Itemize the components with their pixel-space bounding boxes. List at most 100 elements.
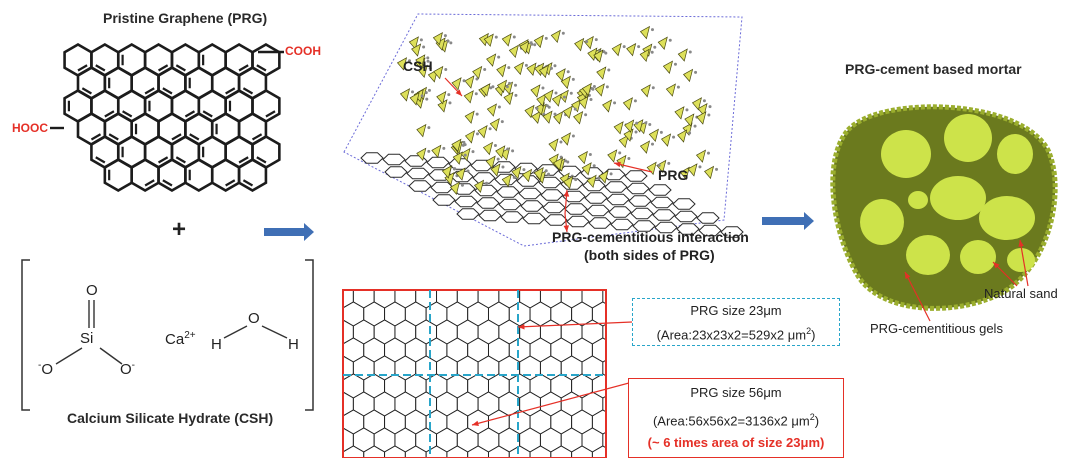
double-bond	[95, 64, 106, 72]
double-bond	[90, 133, 102, 141]
csh-crystal	[637, 120, 648, 135]
csh-atom	[544, 36, 548, 40]
water-hydrogen-left: H	[211, 336, 222, 353]
csh-atom	[653, 45, 657, 49]
csh-atom	[463, 143, 467, 147]
double-bond	[108, 133, 119, 141]
csh-crystal	[495, 145, 506, 159]
size-56-pointer	[471, 379, 641, 426]
csh-atom	[574, 178, 578, 182]
csh-crystal	[519, 40, 530, 55]
csh-atom	[597, 176, 601, 180]
csh-crystal	[416, 147, 427, 162]
prg-hexagon	[496, 186, 520, 198]
csh-label: CSH	[403, 58, 433, 74]
csh-crystal	[611, 42, 622, 57]
csh-atom	[475, 112, 479, 116]
csh-atom	[485, 181, 489, 185]
prg-hexagon	[564, 203, 588, 215]
csh-crystal	[408, 36, 419, 50]
csh-atom	[475, 77, 479, 81]
arrow-to-mortar	[762, 212, 814, 230]
prg-hexagon	[588, 217, 612, 229]
csh-atom	[463, 153, 467, 157]
cementitious-gels-label: PRG-cementitious gels	[870, 321, 1003, 336]
prg-hexagon	[432, 194, 456, 206]
csh-atom	[650, 142, 654, 146]
csh-crystal	[399, 88, 411, 102]
csh-crystal	[436, 90, 447, 105]
csh-atom	[571, 77, 575, 81]
double-bond	[242, 87, 254, 95]
csh-atom	[514, 93, 518, 97]
csh-atom	[462, 79, 466, 83]
csh-atom	[657, 163, 661, 167]
prg-hexagon	[696, 212, 720, 224]
water-oxygen: O	[248, 310, 260, 327]
csh-oxygen-top: O	[86, 282, 98, 299]
size-56-area: (Area:56x56x2=3136x2 μm2)	[652, 412, 820, 429]
prg-hexagon	[654, 221, 678, 234]
csh-atom	[588, 153, 592, 157]
csh-crystal	[684, 113, 695, 127]
csh-atom	[650, 50, 654, 54]
natural-sand-label: Natural sand	[984, 286, 1058, 301]
prg-hexagon	[626, 182, 650, 195]
sand-grain	[997, 134, 1033, 174]
csh-atom	[522, 168, 526, 172]
double-bond	[144, 179, 155, 187]
csh-crystal	[486, 53, 497, 67]
csh-atom	[609, 172, 613, 176]
csh-atom	[466, 169, 470, 173]
csh-oxygen-right-charge: -	[131, 360, 136, 371]
csh-atom	[554, 91, 558, 95]
double-bond	[238, 64, 249, 72]
csh-atom	[420, 94, 424, 98]
prg-hexagon	[628, 195, 652, 207]
csh-atom	[535, 106, 539, 110]
csh-atom	[707, 113, 711, 117]
csh-atom	[507, 66, 511, 70]
csh-crystal	[578, 95, 589, 110]
csh-atom	[446, 39, 450, 43]
csh-crystal	[464, 75, 475, 89]
csh-crystal	[543, 89, 554, 103]
prg-hexagon	[454, 195, 478, 208]
csh-crystal	[531, 110, 542, 125]
csh-crystal	[449, 181, 460, 195]
csh-atom	[426, 59, 430, 63]
csh-crystal	[613, 121, 624, 135]
csh-crystal	[583, 35, 594, 50]
csh-atom	[505, 85, 509, 89]
csh-crystal	[524, 104, 535, 119]
csh-atom	[559, 140, 563, 144]
csh-atom	[673, 62, 677, 66]
csh-crystal	[626, 42, 637, 57]
csh-crystal	[563, 175, 574, 190]
csh-atom	[444, 68, 448, 72]
csh-atom	[471, 150, 475, 154]
double-bond	[256, 64, 267, 72]
size-56-pointer-head	[472, 420, 479, 426]
prg-molecule-title: Pristine Graphene (PRG)	[103, 10, 268, 26]
csh-atom	[676, 85, 680, 89]
graphene-ring	[237, 157, 268, 193]
csh-crystal	[441, 165, 452, 179]
size-23-box: PRG size 23μm (Area:23x23x2=529x2 μm2)	[632, 298, 840, 346]
double-bond	[157, 156, 169, 164]
csh-crystal	[417, 64, 428, 79]
csh-calcium-charge: 2+	[184, 330, 196, 341]
csh-crystal	[496, 79, 508, 94]
csh-crystal	[607, 149, 618, 163]
csh-atom	[424, 91, 428, 95]
csh-crystal	[596, 66, 607, 80]
csh-crystal	[513, 61, 524, 76]
prg-hexagon	[624, 170, 648, 182]
double-bond	[184, 110, 196, 118]
size-23-title: PRG size 23μm	[690, 303, 782, 318]
prg-hexagon	[544, 214, 568, 226]
csh-crystal	[511, 165, 522, 180]
prg-hexagon	[384, 166, 408, 178]
water-bond-right	[261, 325, 288, 339]
